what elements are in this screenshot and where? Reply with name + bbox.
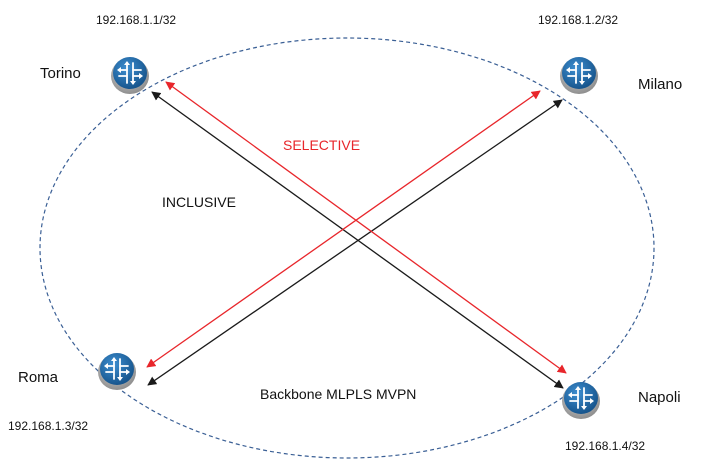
selective-label: SELECTIVE bbox=[283, 137, 360, 153]
router-icon bbox=[561, 381, 601, 420]
router-napoli: Napoli 192.168.1.4/32 bbox=[561, 381, 681, 453]
selective-path-milano-roma bbox=[146, 90, 541, 368]
router-name-label: Napoli bbox=[638, 389, 681, 406]
backbone-label: Backbone MLPLS MVPN bbox=[260, 386, 416, 402]
router-ip-label: 192.168.1.4/32 bbox=[565, 439, 645, 453]
backbone-boundary bbox=[39, 37, 655, 459]
router-name-label: Roma bbox=[18, 369, 59, 386]
selective-path-torino-napoli bbox=[165, 81, 567, 374]
router-name-label: Torino bbox=[40, 65, 81, 82]
router-milano: Milano 192.168.1.2/32 bbox=[538, 13, 682, 95]
router-icon bbox=[110, 56, 150, 95]
router-icon bbox=[97, 352, 137, 391]
router-roma: Roma 192.168.1.3/32 bbox=[8, 352, 137, 433]
router-icon bbox=[559, 56, 599, 95]
inclusive-label: INCLUSIVE bbox=[162, 194, 236, 210]
router-ip-label: 192.168.1.3/32 bbox=[8, 419, 88, 433]
router-ip-label: 192.168.1.1/32 bbox=[96, 13, 176, 27]
router-ip-label: 192.168.1.2/32 bbox=[538, 13, 618, 27]
router-torino: Torino 192.168.1.1/32 bbox=[40, 13, 176, 95]
router-name-label: Milano bbox=[638, 76, 682, 93]
